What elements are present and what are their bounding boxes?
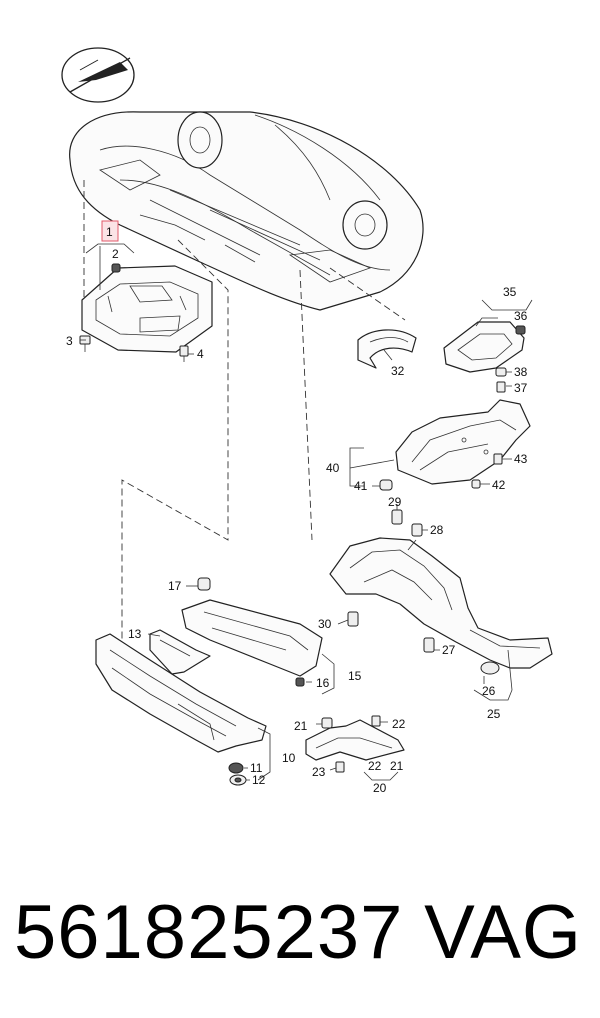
bolt-30 [347, 611, 359, 627]
washer-26 [480, 661, 500, 675]
washer-12 [229, 774, 247, 786]
callout-23: 23 [312, 765, 326, 779]
heat-shield-32 [357, 329, 417, 369]
bracket-13 [149, 629, 211, 675]
engine-undertray [81, 265, 213, 353]
clip-17 [197, 577, 211, 591]
callout-26: 26 [482, 684, 496, 698]
exploded-parts-diagram: 1 2 3 4 32 35 36 38 37 40 41 43 42 29 28… [61, 47, 553, 795]
highlight-box [101, 220, 119, 242]
callout-42: 42 [492, 478, 506, 492]
callout-12: 12 [252, 773, 266, 787]
bolt-22 [371, 715, 381, 727]
callout-40: 40 [326, 461, 340, 475]
brand-label: VAG [424, 890, 582, 975]
nut-11 [228, 762, 244, 774]
callout-11: 11 [250, 761, 263, 775]
callout-38: 38 [514, 365, 528, 379]
callout-41: 41 [354, 479, 368, 493]
bracket-35 [443, 317, 525, 373]
callout-37: 37 [514, 381, 528, 395]
callout-22b: 22 [368, 759, 382, 773]
bracket-20 [305, 719, 405, 761]
part-number-label: 561825237 [14, 890, 404, 975]
heat-shield-40 [395, 399, 531, 485]
vehicle-underbody [69, 111, 424, 311]
callout-30: 30 [318, 617, 332, 631]
bolt-3 [79, 335, 91, 352]
bolt-4 [179, 345, 189, 362]
callout-27: 27 [442, 643, 456, 657]
callout-10: 10 [282, 751, 296, 765]
clip-28 [411, 523, 423, 537]
side-cover-10 [95, 633, 267, 753]
bolt-29 [391, 509, 403, 525]
callout-32: 32 [391, 364, 405, 378]
bolt-37 [496, 381, 506, 393]
callout-15: 15 [348, 669, 362, 683]
callout-17: 17 [168, 579, 182, 593]
callout-20: 20 [373, 781, 387, 795]
callout-25: 25 [487, 707, 501, 721]
fastener-41 [379, 479, 393, 491]
nut-16 [295, 677, 305, 687]
callout-labels: 1 2 3 4 32 35 36 38 37 40 41 43 42 29 28… [66, 225, 528, 795]
bolt-27 [423, 637, 435, 653]
fastener-36 [515, 325, 526, 335]
bolt-43 [493, 453, 503, 465]
bolt-23 [335, 761, 345, 773]
callout-29: 29 [388, 495, 402, 509]
callout-21b: 21 [390, 759, 404, 773]
callout-16: 16 [316, 676, 330, 690]
clip-21 [321, 717, 333, 729]
heat-shield-25 [329, 537, 553, 669]
callout-28: 28 [430, 523, 444, 537]
projection-lines [83, 180, 406, 650]
callout-3: 3 [66, 334, 73, 348]
callout-21a: 21 [294, 719, 308, 733]
callout-36: 36 [514, 309, 528, 323]
callout-22a: 22 [392, 717, 406, 731]
fastener-2 [111, 263, 121, 273]
callout-1: 1 [106, 225, 113, 239]
nut-38 [495, 367, 507, 377]
callout-35: 35 [503, 285, 517, 299]
callout-2: 2 [112, 247, 119, 261]
orientation-icon [61, 47, 135, 103]
nut-42 [471, 479, 481, 489]
callout-43: 43 [514, 452, 528, 466]
callout-4: 4 [197, 347, 204, 361]
leader-lines [80, 299, 533, 781]
callout-13: 13 [128, 627, 142, 641]
floor-cover-15 [181, 599, 323, 677]
